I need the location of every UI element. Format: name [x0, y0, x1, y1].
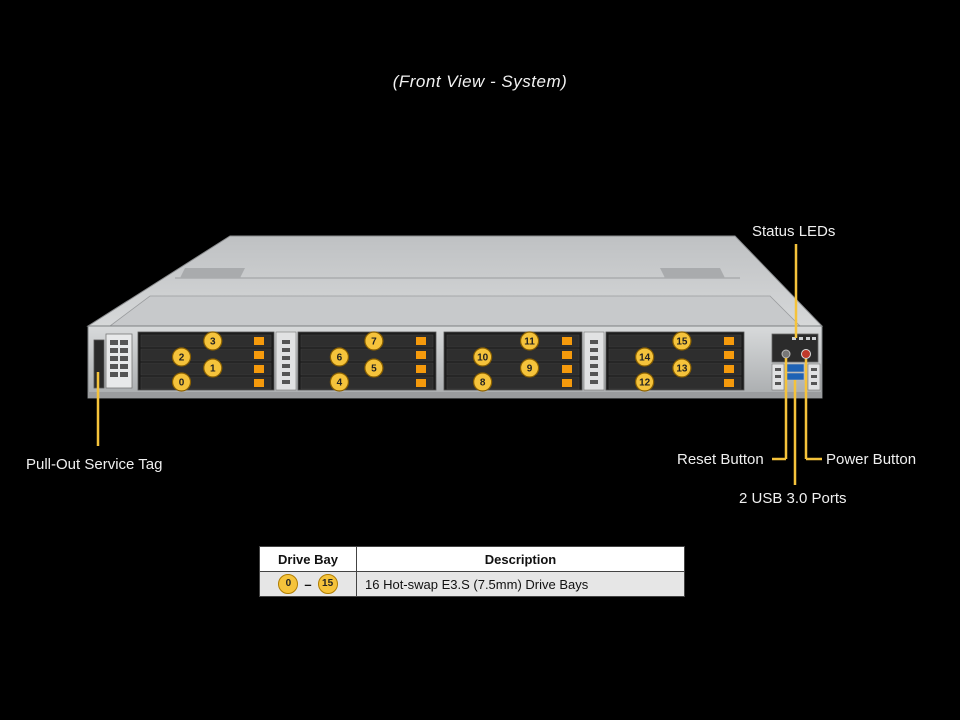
- drive-number-badge: [364, 331, 384, 351]
- callout-lines: [96, 244, 822, 485]
- drive-tray[interactable]: [608, 348, 742, 362]
- drive-tray[interactable]: [608, 376, 742, 390]
- drive-led: [416, 351, 426, 359]
- drive-number-badge: [672, 358, 692, 378]
- drive-led: [562, 365, 572, 373]
- drive-led: [562, 337, 572, 345]
- drive-tray[interactable]: [300, 348, 434, 362]
- drive-led: [724, 337, 734, 345]
- drive-number-badge: [635, 347, 655, 367]
- drive-number-label: 1: [210, 364, 216, 375]
- legend-row: 0–15 16 Hot-swap E3.S (7.5mm) Drive Bays: [259, 571, 685, 597]
- drive-tray[interactable]: [446, 348, 580, 362]
- power-button: [801, 349, 811, 359]
- legend-header-row: Drive Bay Description: [259, 546, 685, 572]
- drive-number-label: 14: [639, 353, 651, 364]
- drive-number-badge: [203, 331, 223, 351]
- drive-number-label: 7: [371, 337, 377, 348]
- drive-led: [724, 379, 734, 387]
- drive-number-label: 6: [337, 353, 343, 364]
- reset-button: [781, 349, 791, 359]
- drive-number-badge: [171, 372, 192, 392]
- drive-number-badge: [364, 358, 384, 378]
- drive-tray[interactable]: [140, 376, 272, 390]
- legend-range-dash: –: [304, 576, 312, 592]
- drive-number-label: 13: [676, 364, 688, 375]
- drive-number-badge: [519, 331, 540, 351]
- legend-badge-end: 15: [317, 574, 338, 594]
- drive-led: [724, 351, 734, 359]
- callout-usb-ports: 2 USB 3.0 Ports: [739, 490, 847, 507]
- drive-number-label: 5: [371, 364, 377, 375]
- drive-number-badge: [329, 347, 349, 367]
- drive-number-badge: [203, 358, 223, 378]
- callout-reset-button: Reset Button: [677, 451, 764, 468]
- drive-tray[interactable]: [446, 376, 580, 390]
- drive-tray[interactable]: [140, 348, 272, 362]
- drive-number-label: 8: [480, 378, 486, 389]
- drive-number-label: 3: [210, 337, 216, 348]
- diagram-title: (Front View - System): [392, 72, 568, 91]
- drive-number-label: 0: [179, 378, 185, 389]
- drive-led: [562, 379, 572, 387]
- legend-drive-range: 0–15: [259, 571, 357, 597]
- drive-number-label: 9: [527, 364, 533, 375]
- left-vent: [105, 333, 133, 389]
- chassis-top-panel: [108, 295, 801, 327]
- drive-number-badge: [473, 347, 493, 367]
- drive-number-badge: [635, 372, 655, 392]
- drive-led: [416, 365, 426, 373]
- drive-led: [254, 379, 264, 387]
- drive-number-badge: [171, 347, 192, 367]
- drive-number-badge: [672, 331, 692, 351]
- drive-led: [416, 379, 426, 387]
- drive-number-badge: [329, 372, 349, 392]
- legend-header-drive-bay: Drive Bay: [259, 546, 357, 572]
- drive-number-label: 12: [639, 378, 651, 389]
- status-leds: [792, 337, 816, 340]
- callout-pull-out-service-tag: Pull-Out Service Tag: [26, 456, 163, 473]
- drive-led: [724, 365, 734, 373]
- usb-ports: [785, 363, 805, 373]
- drive-bay-legend-table: Drive Bay Description 0–15 16 Hot-swap E…: [259, 546, 685, 597]
- callout-power-button: Power Button: [826, 451, 917, 468]
- drive-led: [416, 337, 426, 345]
- callout-status-leds: Status LEDs: [752, 223, 836, 240]
- drive-number-label: 11: [524, 337, 535, 348]
- legend-header-description: Description: [356, 546, 685, 572]
- drive-number-badge: [519, 358, 540, 378]
- drive-number-label: 10: [477, 353, 489, 364]
- drive-led: [254, 337, 264, 345]
- drive-tray[interactable]: [446, 334, 580, 348]
- drive-number-badge: [473, 372, 493, 392]
- drive-led: [562, 351, 572, 359]
- legend-badge-start: 0: [278, 574, 299, 594]
- drive-led: [254, 365, 264, 373]
- drive-tray[interactable]: [446, 362, 580, 376]
- legend-description: 16 Hot-swap E3.S (7.5mm) Drive Bays: [356, 571, 685, 597]
- drive-number-label: 2: [179, 353, 185, 364]
- drive-number-label: 4: [337, 378, 343, 389]
- drive-led: [254, 351, 264, 359]
- drive-number-label: 15: [676, 337, 688, 348]
- drive-tray[interactable]: [300, 376, 434, 390]
